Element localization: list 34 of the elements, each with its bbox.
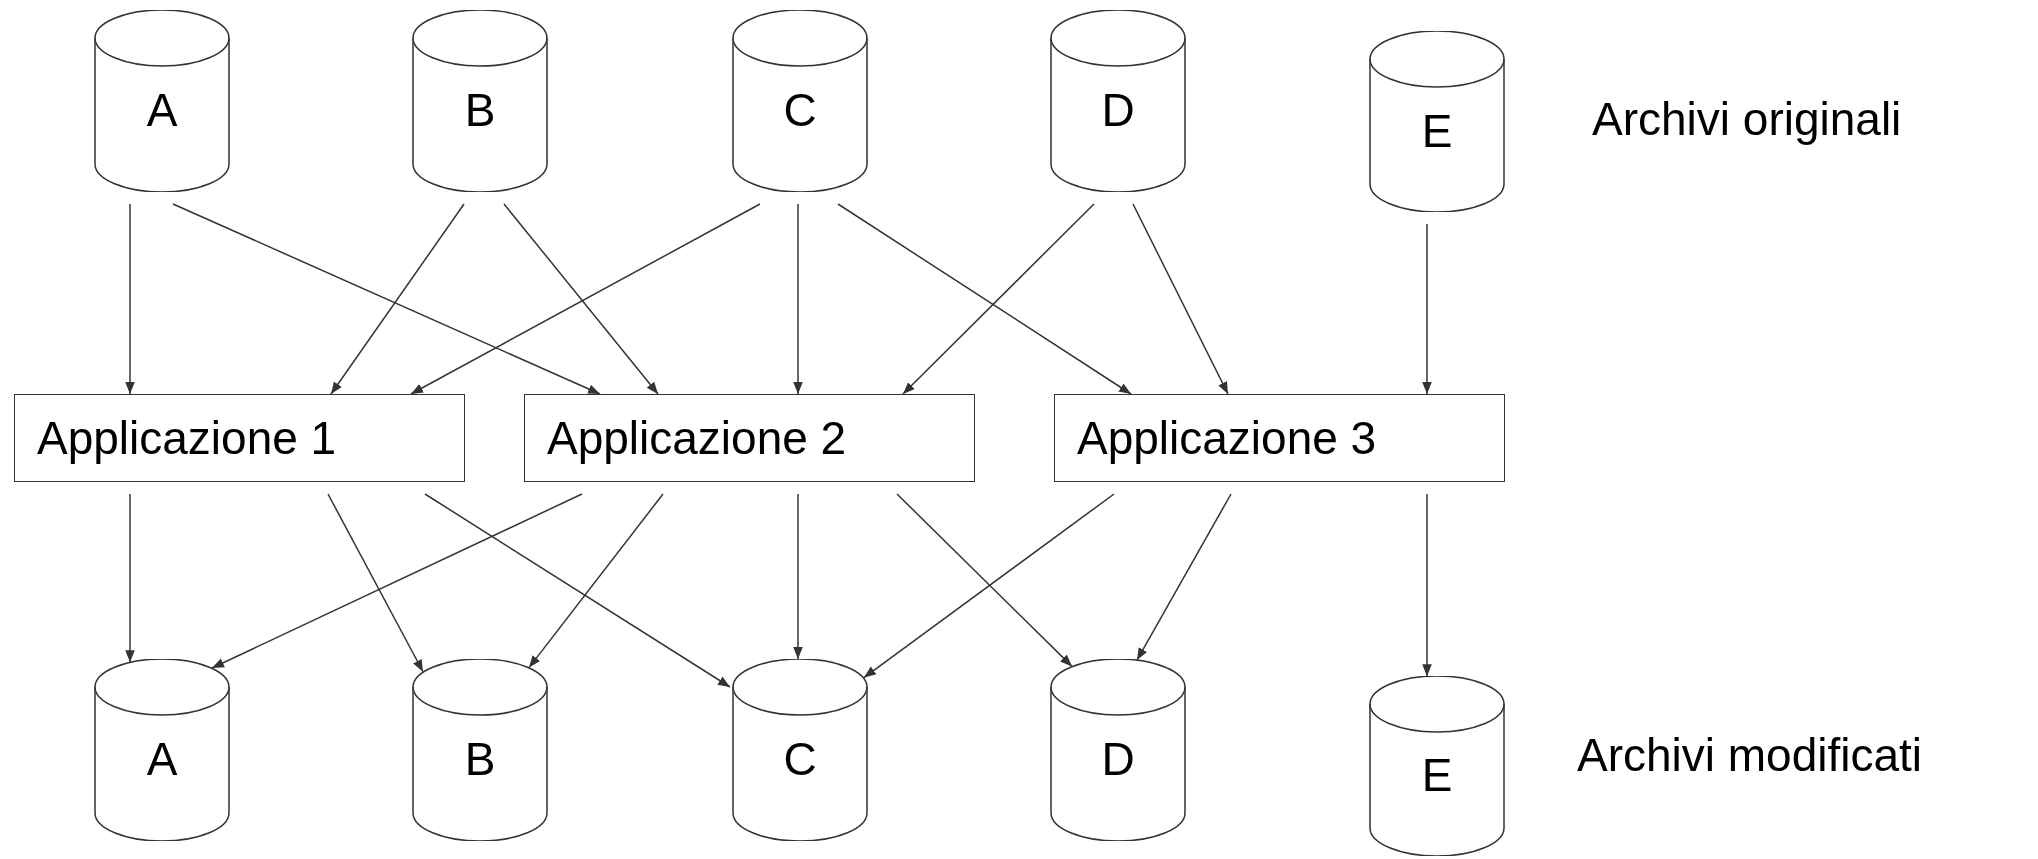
row-label: Archivi modificati (1577, 732, 1923, 778)
arrow (528, 493, 664, 669)
arrow (1422, 223, 1432, 395)
arrow (896, 493, 1073, 668)
arrow (837, 203, 1132, 395)
database-label: B (463, 736, 497, 782)
database-label: E (1420, 107, 1454, 154)
arrow (410, 203, 761, 395)
arrow (863, 493, 1115, 679)
arrow (125, 203, 135, 395)
arrow (793, 203, 803, 395)
database-label: C (782, 736, 818, 782)
database-label: D (1100, 87, 1136, 133)
database-label: B (463, 87, 497, 133)
arrow (211, 493, 583, 669)
arrow (1422, 493, 1432, 678)
database-label: D (1100, 736, 1136, 782)
process-box: Applicazione 2 (524, 394, 975, 482)
arrow (503, 203, 659, 395)
database-label: E (1420, 752, 1454, 798)
database-label: A (145, 736, 179, 782)
arrow (424, 493, 731, 688)
process-box: Applicazione 3 (1054, 394, 1505, 482)
arrow (172, 203, 601, 395)
database-label: C (782, 87, 818, 133)
arrow (793, 493, 803, 660)
arrow (330, 203, 465, 395)
arrow (1132, 203, 1229, 395)
arrow (327, 493, 424, 673)
arrow (1136, 493, 1232, 661)
arrow (902, 203, 1095, 395)
arrow (125, 493, 135, 664)
process-box: Applicazione 1 (14, 394, 465, 482)
database-label: A (145, 87, 179, 133)
